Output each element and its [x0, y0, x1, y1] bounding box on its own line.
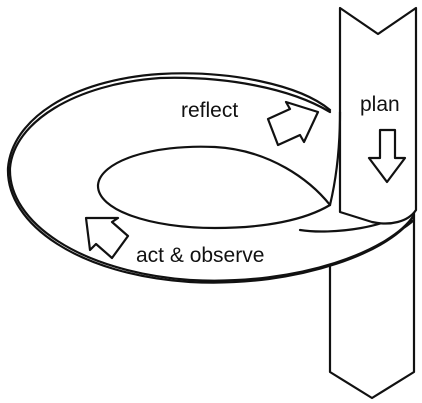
reflect-label: reflect: [181, 99, 238, 122]
reflect-arrow-icon: [266, 100, 320, 147]
act-observe-arrow-icon: [84, 216, 130, 260]
act-observe-label: act & observe: [136, 244, 264, 267]
plan-arrow-icon: [367, 128, 407, 184]
spiral-inner-hole: [96, 145, 332, 230]
ribbon-inner-edge: [328, 110, 342, 207]
plan-label: plan: [360, 93, 400, 116]
